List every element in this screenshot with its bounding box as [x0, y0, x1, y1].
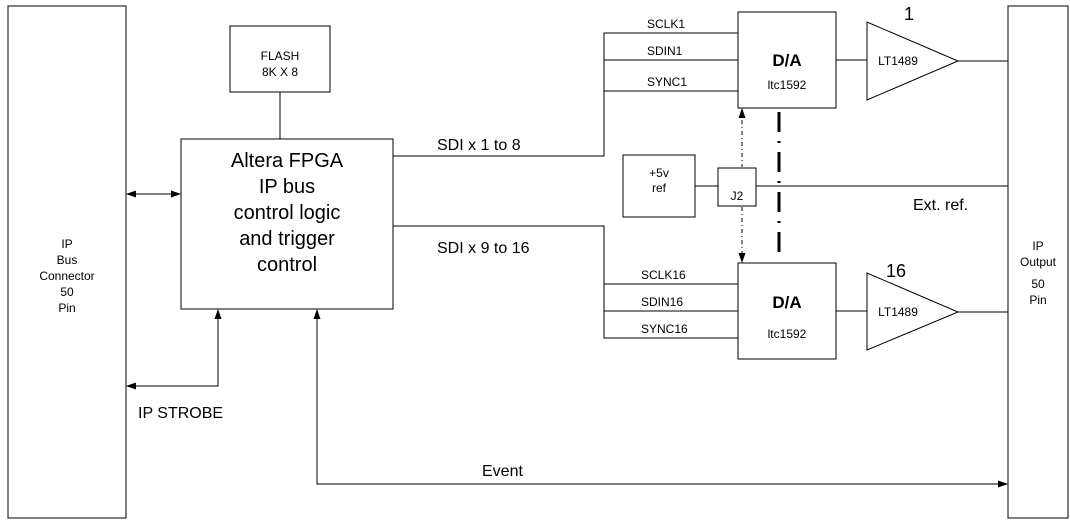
fpga-label-3: control logic	[234, 202, 341, 224]
dac-16-part: ltc1592	[768, 327, 807, 341]
ref-label: ref	[652, 181, 667, 195]
sync16-label: SYNC16	[641, 322, 688, 336]
ip-output-label-1: IP	[1032, 239, 1043, 253]
ip-bus-connector-label-4: 50	[60, 285, 74, 299]
dac-channel-1: D/A ltc1592	[737, 11, 837, 109]
ip-strobe-wire	[126, 309, 222, 390]
sclk1-label: SCLK1	[647, 17, 685, 31]
flash-size-label: 8K X 8	[262, 65, 298, 79]
fpga-label-1: Altera FPGA	[231, 150, 344, 172]
dac-channel-16: D/A ltc1592	[737, 262, 837, 360]
sync1-label: SYNC1	[647, 75, 687, 89]
dac-1-title: D/A	[772, 51, 801, 70]
j2-connector: J2	[717, 167, 757, 207]
event-label: Event	[482, 463, 523, 480]
amp-channel-16: LT1489	[866, 272, 960, 351]
ip-bus-connector-label-1: IP	[61, 237, 72, 251]
amp-16-label: LT1489	[878, 305, 918, 319]
ip-output-label-3: 50	[1031, 277, 1045, 291]
sclk16-label: SCLK16	[641, 268, 686, 282]
ip-strobe-label: IP STROBE	[138, 405, 223, 422]
sdi-1-8-label: SDI x 1 to 8	[437, 137, 521, 154]
fpga-label-2: IP bus	[259, 176, 315, 198]
sdin16-label: SDIN16	[641, 295, 683, 309]
ip-bus-connector-label-3: Connector	[39, 269, 94, 283]
fpga-label-4: and trigger	[239, 228, 335, 250]
sync16-wire	[603, 284, 738, 339]
ext-ref-label: Ext. ref.	[913, 197, 968, 214]
ref-5v-label: +5v	[649, 166, 669, 180]
sdi-9-16-wire	[393, 225, 738, 285]
ip-output-label-2: Output	[1020, 255, 1057, 269]
amp-channel-1: LT1489	[866, 21, 960, 101]
fpga-label-5: control	[257, 254, 317, 276]
channel-16-number: 16	[886, 261, 906, 281]
sdi-1-8-wire	[393, 32, 738, 157]
sdi-9-16-label: SDI x 9 to 16	[437, 240, 530, 257]
event-wire	[313, 309, 1008, 488]
ip-bus-connector-label-5: Pin	[58, 301, 75, 315]
dac-1-part: ltc1592	[768, 78, 807, 92]
ref-5v: +5v ref	[622, 154, 696, 218]
amp-1-label: LT1489	[878, 54, 918, 68]
ip-bus-connector-label-2: Bus	[57, 253, 78, 267]
ip-output-label-4: Pin	[1029, 293, 1046, 307]
dac-16-title: D/A	[772, 293, 801, 312]
altera-fpga: Altera FPGA IP bus control logic and tri…	[180, 138, 394, 310]
flash-label: FLASH	[261, 49, 300, 63]
sdin1-label: SDIN1	[647, 44, 683, 58]
ip-bus-connector: IP Bus Connector 50 Pin	[7, 5, 127, 519]
ip-output-connector: IP Output 50 Pin	[1007, 5, 1069, 519]
flash-memory: FLASH 8K X 8	[229, 25, 331, 93]
channel-1-number: 1	[904, 4, 914, 24]
j2-label: J2	[731, 189, 744, 203]
